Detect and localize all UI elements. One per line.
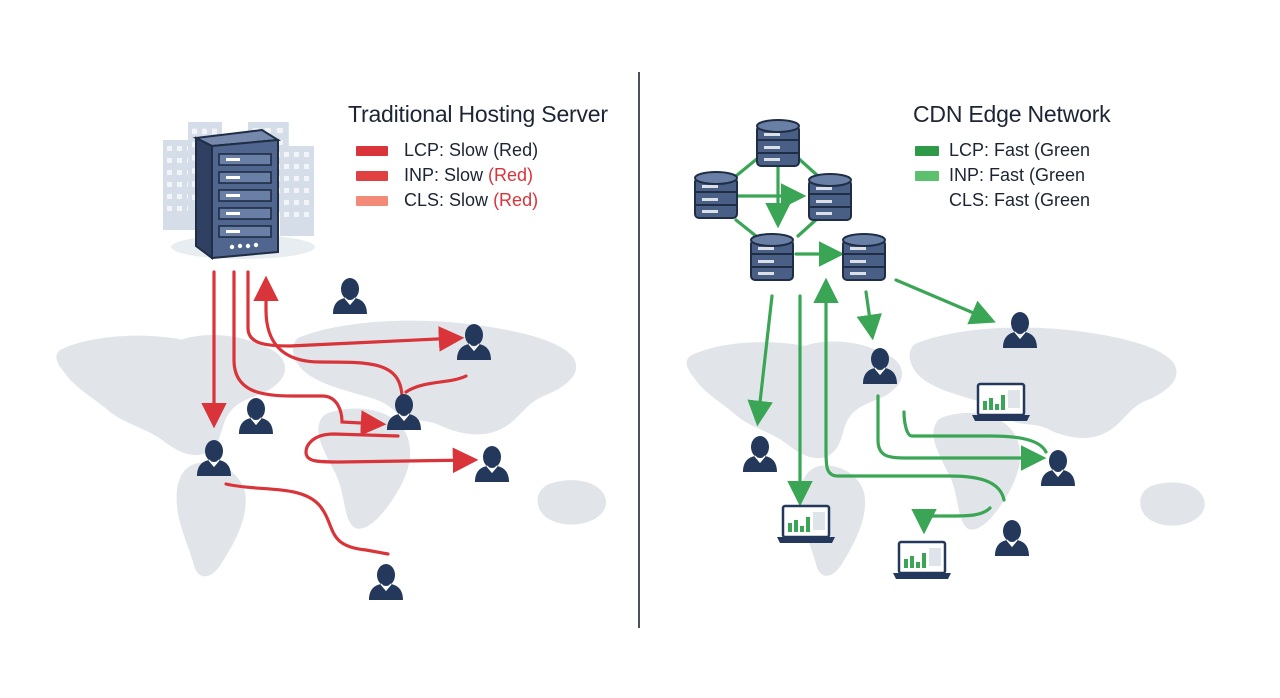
laptop-chart-icon <box>970 382 1032 423</box>
fast-path-d <box>894 278 996 325</box>
user-icon <box>742 435 778 473</box>
fast-path-e <box>856 290 882 341</box>
legend-metric: LCP: Fast (Green <box>949 140 1091 160</box>
slow-path-6 <box>304 432 479 474</box>
legend-qualifier: (Red) <box>493 190 539 210</box>
fast-path-j <box>876 394 1047 471</box>
user-icon <box>332 277 368 315</box>
edge-nodes <box>694 119 886 281</box>
legend-metric: LCP: Slow <box>404 140 489 160</box>
fast-path-i <box>902 410 1048 454</box>
fast-path-f <box>747 294 774 427</box>
database-icon <box>694 171 738 219</box>
legend-metric: INP: Fast (Green <box>949 165 1086 185</box>
legend-metric: CLS: Slow <box>404 190 489 210</box>
edge-link-1 <box>734 156 760 178</box>
legend-swatch <box>915 171 939 181</box>
slow-path-4 <box>253 275 404 398</box>
legend-qualifier: (Red) <box>488 165 534 185</box>
database-icon <box>756 119 800 167</box>
edge-link-2 <box>796 156 820 178</box>
right-panel-title: CDN Edge Network <box>913 101 1111 127</box>
database-icon <box>842 233 886 281</box>
slow-path-7 <box>224 482 390 556</box>
user-icon <box>368 563 404 601</box>
slow-paths <box>201 270 479 556</box>
edge-link-3 <box>734 218 758 238</box>
legend-swatch <box>356 196 388 206</box>
legend-swatch <box>356 171 388 181</box>
slow-path-3 <box>246 270 465 352</box>
legend-metric: CLS: Fast (Green <box>949 190 1091 210</box>
legend-swatch <box>356 146 388 156</box>
legend-swatch <box>915 146 939 156</box>
server-rack-icon <box>192 128 282 260</box>
user-icon <box>238 397 274 435</box>
fast-path-k <box>911 506 992 535</box>
legend-qualifier: (Red) <box>493 140 539 160</box>
slow-path-5 <box>404 374 468 394</box>
edge-link-4 <box>796 216 820 238</box>
legend-metric: INP: Slow <box>404 165 484 185</box>
laptop-chart-icon <box>891 540 953 581</box>
laptop-chart-icon <box>775 504 837 545</box>
database-icon <box>808 173 852 221</box>
left-panel-title: Traditional Hosting Server <box>348 101 608 127</box>
fast-paths <box>734 156 1048 535</box>
left-world-map <box>56 320 607 577</box>
user-icon <box>474 445 510 483</box>
database-icon <box>750 233 794 281</box>
slow-path-2 <box>232 270 387 436</box>
user-icon <box>1040 449 1076 487</box>
fast-path-h <box>813 277 1006 502</box>
user-icon <box>994 519 1030 557</box>
